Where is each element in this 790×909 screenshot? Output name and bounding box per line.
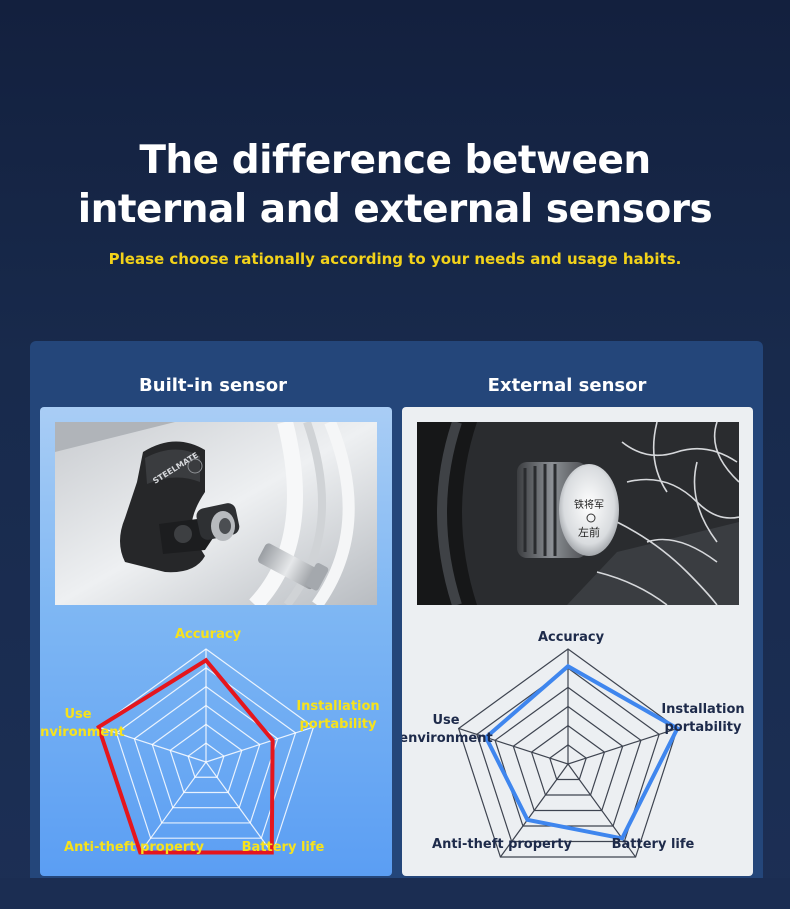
radar-axis-line	[458, 727, 569, 765]
radar-label-portability: portability	[299, 717, 377, 732]
radar-series-line	[483, 663, 681, 841]
radar-label-anti-theft: Anti-theft property	[64, 840, 204, 855]
radar-label-installation-portability: Installation portability	[653, 701, 753, 737]
radar-grid-ring	[151, 704, 261, 809]
radar-grid-ring	[169, 723, 243, 794]
radar-label-battery-life: Battery life	[241, 840, 325, 855]
radar-label-use: Use	[432, 713, 460, 728]
radar-grid-ring	[187, 742, 225, 778]
radar-label-use: Use	[64, 707, 92, 722]
bottom-band	[0, 878, 790, 909]
radar-grid-ring	[512, 705, 624, 812]
sensor-cap-text-2: 左前	[578, 525, 600, 539]
radar-label-battery-life: Battery life	[611, 837, 695, 852]
page-title-line-2: internal and external sensors	[77, 187, 713, 232]
radar-grid-ring	[530, 724, 606, 796]
page-subtitle: Please choose rationally according to yo…	[108, 250, 682, 268]
sensor-cap-text-1: 铁将军	[574, 498, 604, 511]
builtin-sensor-title: Built-in sensor	[139, 375, 287, 396]
builtin-sensor-radar-chart: Accuracy Installation portability Batter…	[40, 605, 392, 876]
radar-grid-ring	[115, 667, 297, 839]
page-title-line-1: The difference between	[139, 138, 651, 183]
radar-label-installation-portability: Installation portability	[288, 698, 388, 734]
radar-grid-ring	[549, 744, 587, 781]
radar-label-environment: environment	[402, 731, 493, 746]
radar-axis-line	[139, 761, 207, 854]
radar-axis-line	[205, 761, 273, 854]
radar-label-use-environment: Use environment	[40, 706, 128, 742]
radar-grid-ring	[476, 667, 660, 843]
radar-axis-line	[567, 763, 637, 858]
radar-label-use-environment: Use environment	[402, 712, 496, 748]
radar-grid-ring	[457, 648, 679, 858]
radar-label-installation: Installation	[296, 699, 380, 714]
external-sensor-radar-chart: Accuracy Installation portability Batter…	[402, 605, 753, 876]
radar-axis-line	[499, 763, 569, 858]
builtin-sensor-photo: STEELMATE	[55, 422, 377, 605]
radar-axis-line	[567, 727, 678, 765]
radar-label-environment: environment	[40, 725, 125, 740]
radar-label-installation: Installation	[661, 702, 745, 717]
radar-label-portability: portability	[664, 720, 742, 735]
radar-label-accuracy: Accuracy	[537, 630, 605, 645]
radar-label-anti-theft: Anti-theft property	[432, 837, 572, 852]
radar-axis-line	[98, 726, 207, 763]
radar-label-accuracy: Accuracy	[174, 627, 242, 642]
radar-series-line	[96, 657, 275, 855]
external-sensor-title: External sensor	[487, 375, 647, 396]
external-sensor-photo: 铁将军 左前	[417, 422, 739, 605]
external-sensor-card: 铁将军 左前 Accuracy Installation portability…	[402, 407, 753, 876]
radar-axis-line	[205, 726, 314, 763]
page-title: The difference between internal and exte…	[0, 136, 790, 234]
builtin-sensor-card: STEELMATE Accuracy Installation portabil…	[40, 407, 392, 876]
